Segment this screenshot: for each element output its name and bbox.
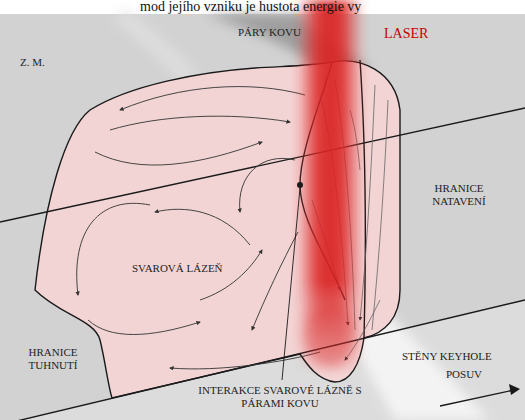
part-label: STĚNY KEYHOLE [402,350,512,363]
keyhole-flow-lines-part [372,100,388,330]
page-text-fragment: mod jejího vzniku je hustota energie vy [140,0,440,15]
workpiece-edges [0,60,525,420]
melt-flow-arrows-part [110,116,290,130]
feed-arrow [440,384,520,406]
interaction-leader [282,182,303,380]
laser-spot [304,303,356,367]
boundary-label: HRANICE TUHNUTÍ [20,346,86,371]
melt-flow-arrows [77,87,320,369]
background-part [120,14,190,80]
interaction-leader-part [297,182,303,188]
beam-label: LASER [384,26,454,42]
melt-flow-arrows-part [120,87,305,110]
feed-arrow-part [440,390,514,406]
melt-flow-arrows-part [95,142,262,165]
melt-flow-arrows-part [77,203,150,295]
background-part [0,14,525,420]
workpiece-edges-part [0,108,525,222]
callout-label: INTERAKCE SVAROVÉ LÁZNĚ S PÁRAMI KOVU [185,384,375,409]
workpiece-edges-part [0,300,525,420]
melt-flow-arrows-part [155,209,250,245]
laser-beam-part [296,0,364,375]
laser-beam [296,0,364,375]
melt-flow-arrows-part [88,320,200,335]
region-label: Z. M. [20,56,70,69]
direction-label: POSUV [446,368,506,381]
boundary-label: HRANICE NATAVENÍ [416,182,502,207]
melt-flow-arrows-part [200,250,262,300]
feed-arrow-part [509,384,520,395]
interaction-leader-part [282,188,300,380]
melt-flow-arrows-part [240,158,295,212]
region-label: SVAROVÁ LÁZEŇ [132,262,242,275]
part-label: PÁRY KOVU [238,26,328,39]
